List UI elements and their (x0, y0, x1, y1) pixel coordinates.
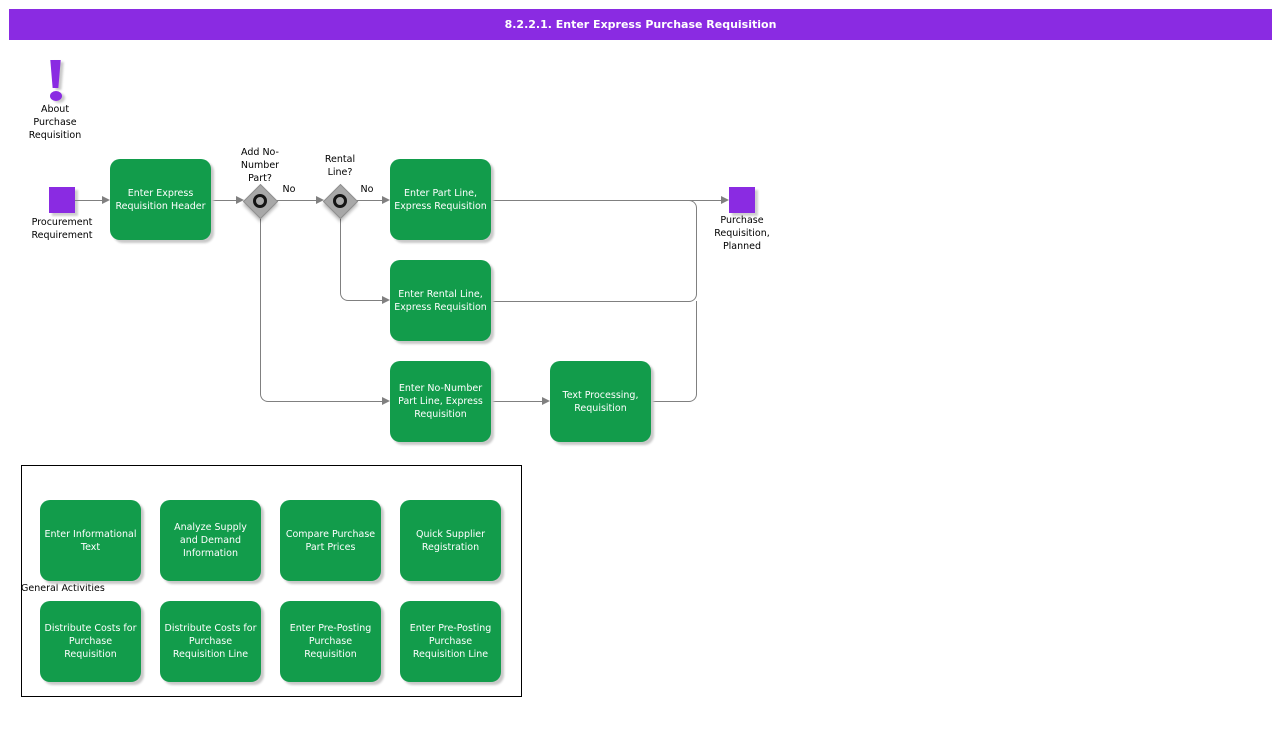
end-event-label: Purchase Requisition, Planned (714, 215, 770, 252)
arrowhead-icon (316, 196, 324, 204)
end-event-purchase-requisition-planned[interactable] (729, 187, 755, 213)
connector (75, 200, 102, 201)
task-enter-express-requisition-header[interactable]: Enter Express Requisition Header (110, 159, 211, 240)
activity-distribute-costs-for-purchase-requisition-line[interactable]: Distribute Costs for Purchase Requisitio… (160, 601, 261, 682)
start-event-label: Procurement Requirement (31, 217, 93, 241)
arrowhead-icon (382, 196, 390, 204)
activity-distribute-costs-for-purchase-requisition[interactable]: Distribute Costs for Purchase Requisitio… (40, 601, 141, 682)
connector (491, 401, 542, 402)
decision-add-no-number-part-label: Add No- Number Part? (240, 147, 280, 184)
branch-no-label: No (282, 184, 296, 195)
task-enter-part-line-express-requisition[interactable]: Enter Part Line, Express Requisition (390, 159, 491, 240)
connector (491, 200, 697, 302)
exclamation-bar (50, 60, 61, 88)
task-enter-rental-line-express-requisition[interactable]: Enter Rental Line, Express Requisition (390, 260, 491, 341)
activity-enter-pre-posting-purchase-requisition[interactable]: Enter Pre-Posting Purchase Requisition (280, 601, 381, 682)
activity-enter-pre-posting-purchase-requisition-line[interactable]: Enter Pre-Posting Purchase Requisition L… (400, 601, 501, 682)
activity-compare-purchase-part-prices[interactable]: Compare Purchase Part Prices (280, 500, 381, 581)
branch-no-label: No (360, 184, 374, 195)
decision-rental-line-label: Rental Line? (324, 154, 356, 178)
decision-gateway-icon (333, 194, 347, 208)
task-enter-no-number-part-line-express-requisition[interactable]: Enter No-Number Part Line, Express Requi… (390, 361, 491, 442)
arrowhead-icon (721, 196, 729, 204)
page-title: 8.2.2.1. Enter Express Purchase Requisit… (9, 9, 1272, 40)
activity-quick-supplier-registration[interactable]: Quick Supplier Registration (400, 500, 501, 581)
connector (357, 200, 382, 201)
connector (651, 301, 697, 402)
arrowhead-icon (542, 397, 550, 405)
arrowhead-icon (382, 296, 390, 304)
connector (340, 218, 384, 301)
task-text-processing-requisition[interactable]: Text Processing, Requisition (550, 361, 651, 442)
exclamation-dot (49, 91, 62, 101)
start-event-procurement-requirement[interactable] (49, 187, 75, 213)
arrowhead-icon (236, 196, 244, 204)
connector (260, 218, 384, 402)
decision-gateway-icon (253, 194, 267, 208)
about-exclamation-icon[interactable] (49, 60, 62, 101)
arrowhead-icon (102, 196, 110, 204)
activity-enter-informational-text[interactable]: Enter Informational Text (40, 500, 141, 581)
general-activities-title: General Activities (21, 583, 105, 594)
arrowhead-icon (382, 397, 390, 405)
about-label: About Purchase Requisition (28, 104, 82, 141)
connector (211, 200, 236, 201)
connector (277, 200, 316, 201)
activity-analyze-supply-and-demand-information[interactable]: Analyze Supply and Demand Information (160, 500, 261, 581)
